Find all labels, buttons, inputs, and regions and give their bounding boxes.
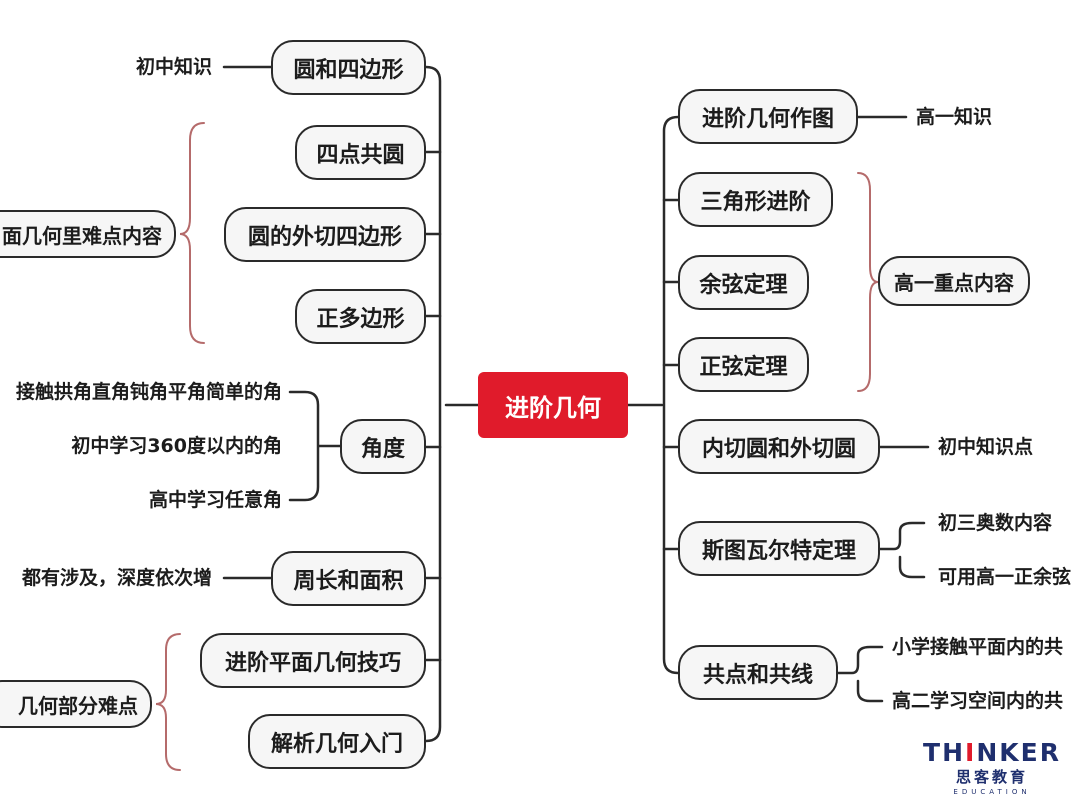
right-trunk bbox=[662, 115, 680, 675]
logo-education: EDUCATION bbox=[953, 788, 1031, 796]
node-law-of-sines[interactable]: 正弦定理 bbox=[678, 337, 809, 392]
node-angle[interactable]: 角度 bbox=[340, 419, 426, 474]
note-angle-middle-school: 初中学习360度以内的角 bbox=[71, 435, 282, 457]
center-node[interactable]: 进阶几何 bbox=[478, 372, 628, 438]
note-concur-plane: 小学接触平面内的共 bbox=[892, 636, 1064, 658]
note-stewart-trig: 可用高一正余弦 bbox=[938, 566, 1072, 588]
node-circle-quadrilateral[interactable]: 圆和四边形 bbox=[271, 40, 426, 95]
left-trunk bbox=[424, 65, 442, 743]
node-analytic-geometry-intro[interactable]: 解析几何入门 bbox=[248, 714, 426, 769]
node-concyclic-points[interactable]: 四点共圆 bbox=[295, 125, 426, 180]
angle-bracket bbox=[288, 390, 342, 502]
node-perimeter-area[interactable]: 周长和面积 bbox=[271, 551, 426, 606]
note-perimeter-area: 都有涉及，深度依次增 bbox=[21, 567, 212, 589]
note-angle-high-school: 高中学习任意角 bbox=[148, 489, 282, 511]
node-triangle-advanced[interactable]: 三角形进阶 bbox=[678, 172, 833, 227]
note-circle-quad: 初中知识 bbox=[135, 56, 212, 78]
node-concurrency-collinearity[interactable]: 共点和共线 bbox=[678, 645, 838, 700]
stewart-bracket bbox=[878, 521, 926, 579]
node-law-of-cosines[interactable]: 余弦定理 bbox=[678, 255, 809, 310]
note-stewart-olympiad: 初三奥数内容 bbox=[938, 512, 1053, 534]
node-tangential-quadrilateral[interactable]: 圆的外切四边形 bbox=[224, 207, 426, 262]
node-group-difficult-content[interactable]: 面几何里难点内容 bbox=[0, 210, 176, 258]
node-group-geometry-parts[interactable]: 几何部分难点 bbox=[0, 680, 152, 728]
note-construction: 高一知识 bbox=[916, 106, 993, 128]
node-advanced-plane-geometry[interactable]: 进阶平面几何技巧 bbox=[200, 633, 426, 688]
brace-left-lower bbox=[155, 633, 181, 771]
node-stewart-theorem[interactable]: 斯图瓦尔特定理 bbox=[678, 521, 880, 576]
brace-right bbox=[857, 172, 879, 392]
note-incircle: 初中知识点 bbox=[938, 436, 1034, 458]
node-advanced-construction[interactable]: 进阶几何作图 bbox=[678, 89, 858, 144]
logo-chinese: 思客教育 bbox=[955, 768, 1028, 786]
node-incircle-circumcircle[interactable]: 内切圆和外切圆 bbox=[678, 419, 880, 474]
logo-wordmark: THINKER bbox=[923, 738, 1061, 767]
thinker-logo: THINKER 思客教育 EDUCATION bbox=[918, 738, 1066, 800]
brace-left-upper bbox=[179, 122, 205, 344]
note-angle-elementary: 接触拱角直角钝角平角简单的角 bbox=[15, 381, 282, 403]
concur-bracket bbox=[836, 645, 884, 703]
note-concur-space: 高二学习空间内的共 bbox=[892, 690, 1064, 712]
node-group-key-content[interactable]: 高一重点内容 bbox=[878, 256, 1030, 306]
node-regular-polygon[interactable]: 正多边形 bbox=[295, 289, 426, 344]
